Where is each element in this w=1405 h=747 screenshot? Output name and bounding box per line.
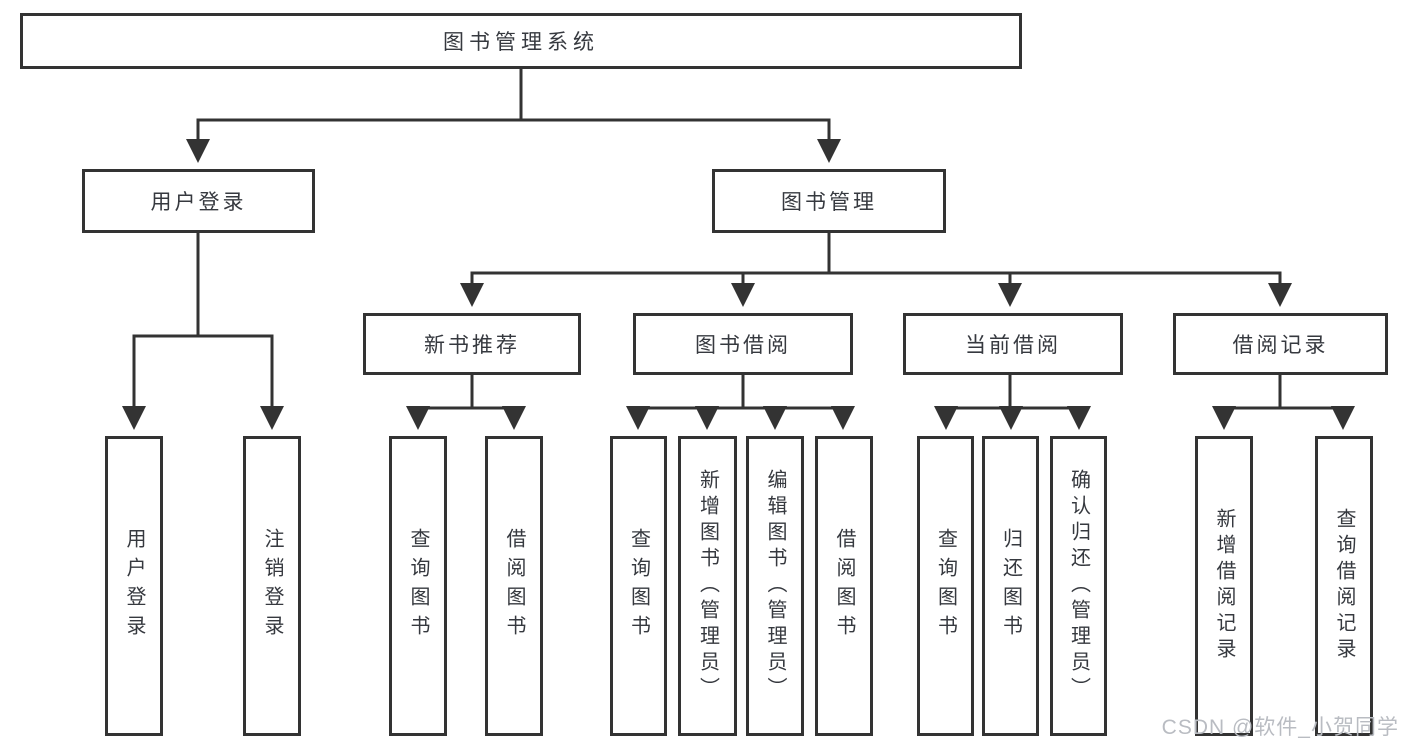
node-book-borrowing: 图书借阅	[633, 313, 853, 375]
leaf-borrow-books-recommend: 借阅图书	[485, 436, 543, 736]
leaf-query-books-borrowing: 查询图书	[610, 436, 667, 736]
leaf-query-books-recommend: 查询图书	[389, 436, 447, 736]
leaf-query-books-recommend-label: 查询图书	[407, 528, 429, 644]
leaf-logout-login: 注销登录	[243, 436, 301, 736]
leaf-user-login: 用户登录	[105, 436, 163, 736]
leaf-add-borrow-record-label: 新增借阅记录	[1213, 508, 1235, 664]
node-current-borrowing: 当前借阅	[903, 313, 1123, 375]
leaf-edit-books-admin: 编辑图书（管理员）	[746, 436, 804, 736]
node-library-management-system: 图书管理系统	[20, 13, 1022, 69]
leaf-query-books-current-label: 查询图书	[934, 528, 957, 644]
leaf-borrow-books-recommend-label: 借阅图书	[503, 528, 525, 644]
leaf-confirm-return-admin: 确认归还（管理员）	[1050, 436, 1107, 736]
leaf-logout-login-label: 注销登录	[261, 528, 283, 644]
leaf-query-borrow-record: 查询借阅记录	[1315, 436, 1373, 736]
node-new-book-recommendation: 新书推荐	[363, 313, 581, 375]
leaf-borrow-books-borrowing: 借阅图书	[815, 436, 873, 736]
leaf-query-books-borrowing-label: 查询图书	[627, 528, 650, 644]
leaf-return-books-label: 归还图书	[999, 528, 1022, 644]
leaf-return-books: 归还图书	[982, 436, 1039, 736]
leaf-add-borrow-record: 新增借阅记录	[1195, 436, 1253, 736]
watermark: CSDN @软件_小贺同学	[1161, 716, 1399, 739]
node-book-management: 图书管理	[712, 169, 946, 233]
leaf-user-login-label: 用户登录	[123, 528, 145, 644]
leaf-add-books-admin-label: 新增图书（管理员）	[696, 469, 719, 703]
leaf-confirm-return-admin-label: 确认归还（管理员）	[1067, 469, 1090, 703]
leaf-borrow-books-borrowing-label: 借阅图书	[833, 528, 855, 644]
leaf-query-borrow-record-label: 查询借阅记录	[1333, 508, 1355, 664]
node-user-login: 用户登录	[82, 169, 315, 233]
leaf-query-books-current: 查询图书	[917, 436, 974, 736]
node-borrow-records: 借阅记录	[1173, 313, 1388, 375]
leaf-add-books-admin: 新增图书（管理员）	[678, 436, 737, 736]
leaf-edit-books-admin-label: 编辑图书（管理员）	[764, 469, 786, 703]
